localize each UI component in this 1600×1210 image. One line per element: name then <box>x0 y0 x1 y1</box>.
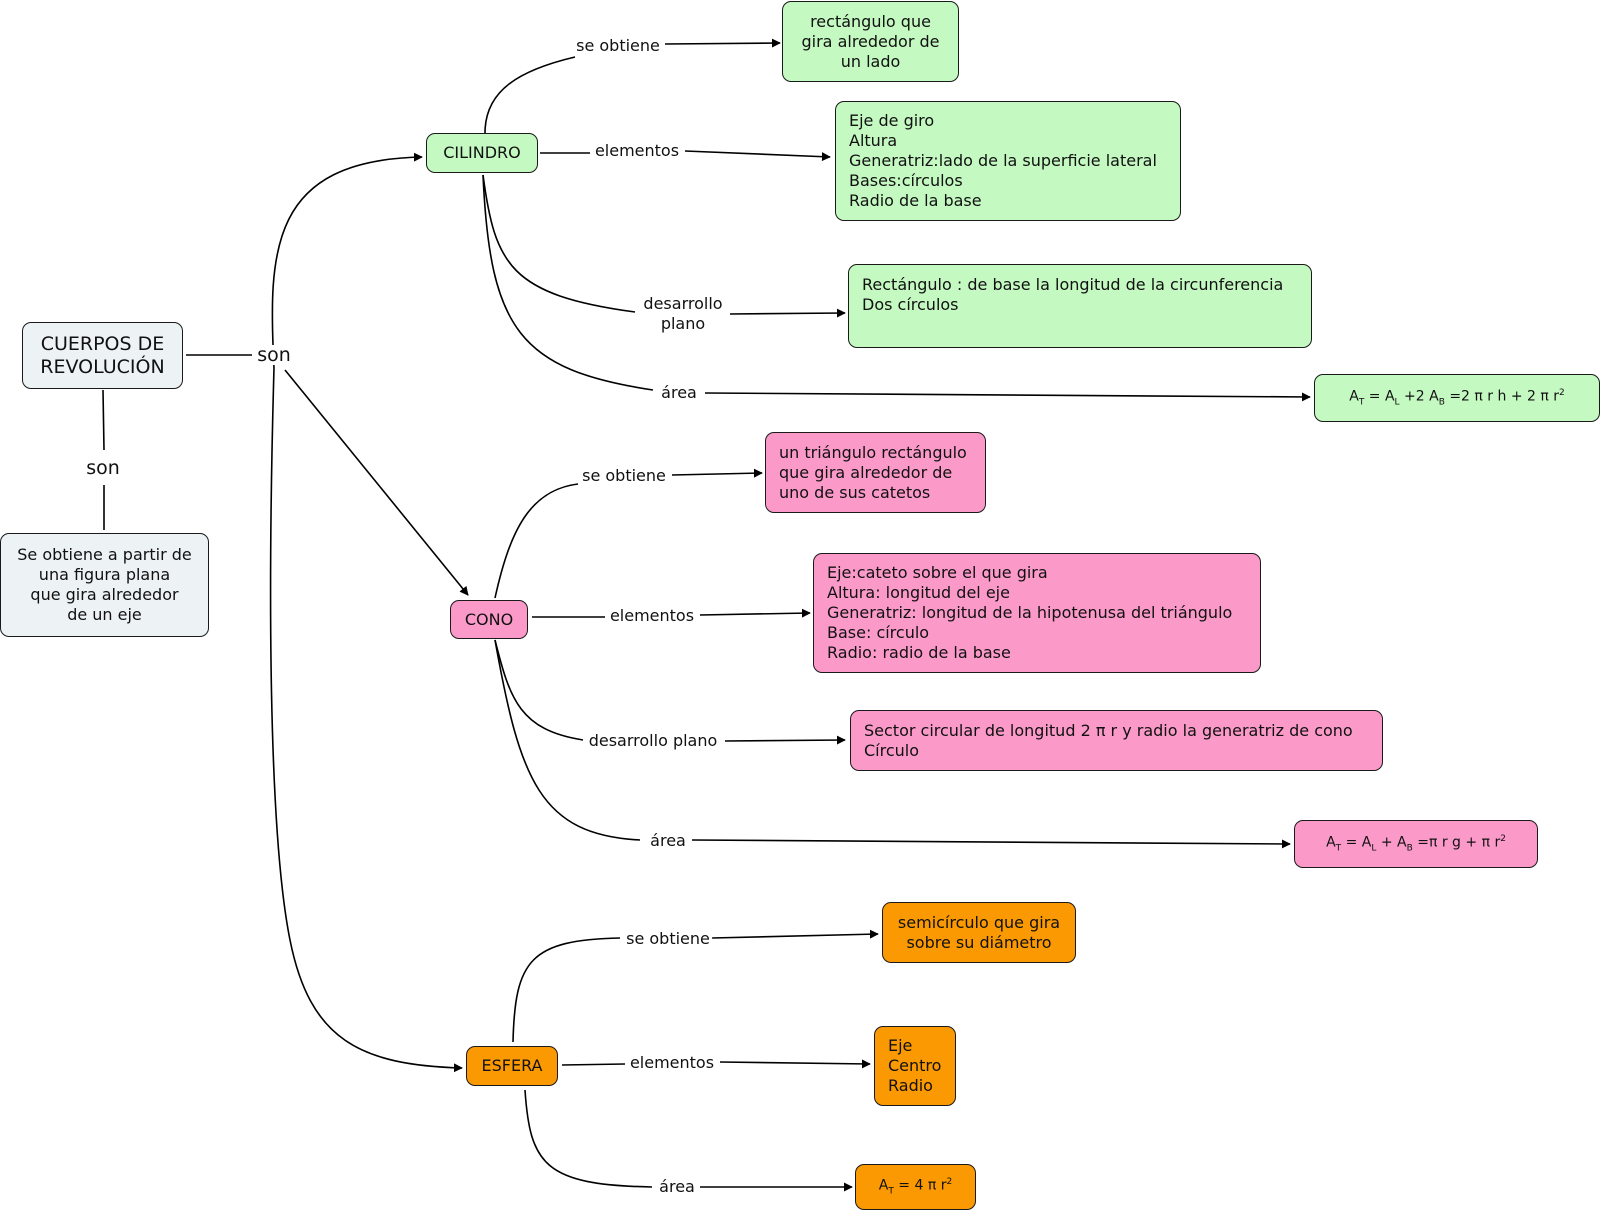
cilindro-desarrollo-node[interactable]: Rectángulo : de base la longitud de la c… <box>848 264 1312 348</box>
esfera-title: ESFERA <box>481 1056 543 1075</box>
cono-obtiene-arrow <box>671 468 763 478</box>
cilindro-obtiene-text: rectángulo que gira alrededor de un lado <box>801 11 940 71</box>
definition-node[interactable]: Se obtiene a partir de una figura plana … <box>0 533 209 637</box>
cono-elementos-label: elementos <box>607 606 697 626</box>
son-to-esfera-arrow <box>269 367 463 1073</box>
root-to-definition-line-a <box>102 389 105 451</box>
cilindro-elementos-arrow <box>684 150 831 162</box>
son-to-cilindro-arrow <box>271 152 423 369</box>
cono-elementos-node[interactable]: Eje:cateto sobre el que gira Altura: lon… <box>813 553 1261 673</box>
cono-desarrollo-label: desarrollo plano <box>586 731 720 751</box>
cilindro-obtiene-line <box>484 56 576 134</box>
cono-desarrollo-node[interactable]: Sector circular de longitud 2 π r y radi… <box>850 710 1383 771</box>
cilindro-elementos-text: Eje de giro Altura Generatriz:lado de la… <box>849 111 1157 210</box>
cono-area-label: área <box>648 831 688 851</box>
cilindro-area-node[interactable]: AT = AL +2 AB =2 π r h + 2 π r2 <box>1314 374 1600 422</box>
cono-desarrollo-line <box>494 639 584 741</box>
esfera-node[interactable]: ESFERA <box>466 1046 558 1086</box>
cono-obtiene-text: un triángulo rectángulo que gira alreded… <box>779 442 967 502</box>
cono-desarrollo-arrow <box>724 735 846 745</box>
esfera-elementos-node[interactable]: Eje Centro Radio <box>874 1026 956 1106</box>
cilindro-area-label: área <box>659 383 699 403</box>
cilindro-obtiene-node[interactable]: rectángulo que gira alrededor de un lado <box>782 1 959 82</box>
cono-area-line <box>494 639 641 841</box>
cono-obtiene-node[interactable]: un triángulo rectángulo que gira alreded… <box>765 432 986 513</box>
cilindro-area-line <box>482 174 654 391</box>
esfera-obtiene-arrow <box>711 929 879 939</box>
esfera-area-line <box>524 1089 653 1188</box>
cilindro-desarrollo-label: desarrollo plano <box>641 294 725 334</box>
root-node[interactable]: CUERPOS DE REVOLUCIÓN <box>22 322 183 389</box>
esfera-elementos-arrow <box>719 1059 871 1069</box>
esfera-obtiene-label: se obtiene <box>624 929 712 949</box>
cono-area-arrow <box>691 839 1291 849</box>
cono-area-node[interactable]: AT = AL + AB =π r g + π r2 <box>1294 820 1538 868</box>
cilindro-node[interactable]: CILINDRO <box>426 133 538 173</box>
cono-desarrollo-text: Sector circular de longitud 2 π r y radi… <box>864 720 1353 760</box>
esfera-obtiene-node[interactable]: semicírculo que gira sobre su diámetro <box>882 902 1076 963</box>
esfera-obtiene-text: semicírculo que gira sobre su diámetro <box>897 912 1061 952</box>
cilindro-area-formula: AT = AL +2 AB =2 π r h + 2 π r2 <box>1349 388 1565 408</box>
cono-node[interactable]: CONO <box>450 600 528 639</box>
cilindro-elementos-node[interactable]: Eje de giro Altura Generatriz:lado de la… <box>835 101 1181 221</box>
cilindro-desarrollo-line <box>482 174 636 313</box>
esfera-area-label: área <box>657 1177 697 1197</box>
cilindro-desarrollo-arrow <box>729 308 846 318</box>
definition-text: Se obtiene a partir de una figura plana … <box>17 545 192 624</box>
cilindro-elementos-label: elementos <box>592 141 682 161</box>
cono-elementos-text: Eje:cateto sobre el que gira Altura: lon… <box>827 563 1233 662</box>
esfera-area-formula: AT = 4 π r2 <box>878 1177 953 1197</box>
cono-area-formula: AT = AL + AB =π r g + π r2 <box>1326 834 1506 854</box>
esfera-area-node[interactable]: AT = 4 π r2 <box>855 1164 976 1210</box>
cilindro-desarrollo-text: Rectángulo : de base la longitud de la c… <box>862 275 1284 314</box>
cilindro-obtiene-arrow <box>664 38 781 48</box>
esfera-obtiene-line <box>512 937 621 1043</box>
cono-obtiene-label: se obtiene <box>580 466 668 486</box>
son-label-main: son <box>255 344 293 366</box>
cilindro-obtiene-label: se obtiene <box>574 36 662 56</box>
cono-obtiene-line <box>494 483 579 599</box>
cono-title: CONO <box>464 609 514 629</box>
esfera-elementos-text: Eje Centro Radio <box>888 1036 942 1095</box>
cono-elementos-arrow <box>699 608 811 618</box>
son-label-definition: son <box>84 457 122 479</box>
cilindro-area-arrow <box>704 392 1311 402</box>
esfera-elementos-label: elementos <box>627 1053 717 1073</box>
son-to-cono-arrow <box>284 369 469 596</box>
esfera-elementos-line <box>561 1063 626 1066</box>
cilindro-title: CILINDRO <box>443 143 521 162</box>
root-title: CUERPOS DE REVOLUCIÓN <box>40 332 165 378</box>
